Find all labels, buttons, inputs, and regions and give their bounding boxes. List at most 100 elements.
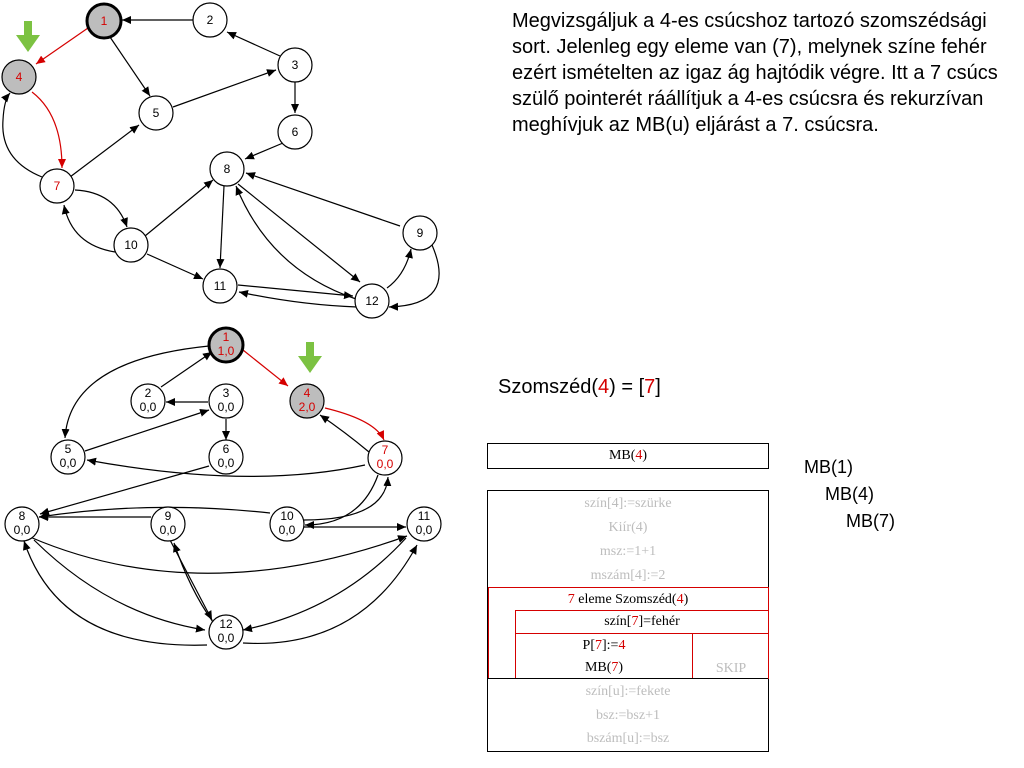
- graph-top: [1, 16, 440, 311]
- b-edge-7-10: [304, 474, 379, 529]
- loop-var: 7: [567, 592, 575, 607]
- explanation-paragraph: Megvizsgáljuk a 4-es csúcshoz tartozó sz…: [512, 10, 998, 136]
- code-line: Kiír(4): [608, 520, 648, 535]
- loop-suffix: ): [683, 592, 689, 607]
- structogram-header: MB(4): [487, 443, 769, 469]
- bottom-node-10: [269, 506, 305, 542]
- bottom-label-9: 9: [165, 509, 172, 523]
- assign-mid: ]:=: [602, 638, 619, 653]
- bottom-value-2: 0,0: [140, 400, 157, 414]
- loop-arg: 4: [676, 592, 684, 607]
- bottom-label-3: 3: [223, 386, 230, 400]
- edge-9-12: [388, 244, 440, 311]
- top-label-3: 3: [292, 58, 299, 72]
- b-edge-6-8: [39, 465, 210, 516]
- bottom-value-9: 0,0: [160, 523, 177, 537]
- bottom-value-4: 2,0: [299, 400, 316, 414]
- assign-var: 7: [595, 638, 602, 653]
- bottom-label-11: 11: [418, 509, 431, 523]
- bottom-value-7: 0,0: [377, 457, 394, 471]
- divider: [488, 678, 768, 679]
- top-label-5: 5: [153, 106, 160, 120]
- cond-prefix: szín[: [604, 614, 632, 629]
- mb-header-suffix: ): [642, 448, 648, 463]
- edge-12-11: [238, 289, 358, 308]
- bottom-value-12: 0,0: [218, 631, 235, 645]
- top-node-8: [209, 151, 245, 187]
- top-label-6: 6: [292, 125, 299, 139]
- graph-bottom: [23, 345, 418, 646]
- bottom-node-1: [207, 326, 245, 364]
- bottom-node-2: [130, 383, 166, 419]
- neighbor-list: Szomszéd(4) = [7]: [498, 376, 661, 399]
- b-edge-10-7: [303, 476, 392, 521]
- graph-figures: 1 2 3 4 5 6 7 8 9 10 11 12: [1, 2, 442, 650]
- top-node-12: [354, 283, 390, 319]
- bottom-label-5: 5: [65, 442, 72, 456]
- bottom-label-7: 7: [382, 443, 389, 457]
- neighbor-suffix: ]: [655, 376, 661, 398]
- neighbor-value: 7: [644, 376, 656, 398]
- bottom-node-9: [150, 506, 186, 542]
- bottom-node-4: [289, 383, 325, 419]
- top-label-7: 7: [54, 179, 61, 193]
- b-edge-8-12: [33, 539, 206, 633]
- b-edge-11-12: [242, 537, 407, 633]
- edge-8-11: [216, 185, 225, 269]
- b-edge-7-5: [86, 457, 366, 477]
- top-node-7: [39, 168, 75, 204]
- b-edge-12-9: [173, 542, 214, 623]
- condition-text: szín[7]=fehér: [515, 614, 769, 630]
- cond-suffix: ]=fehér: [638, 614, 680, 629]
- top-node-3: [277, 47, 313, 83]
- top-label-10: 10: [124, 238, 138, 252]
- bottom-node-3: [208, 383, 244, 419]
- bottom-value-3: 0,0: [218, 400, 235, 414]
- call-line: MB(7): [515, 660, 693, 676]
- bottom-label-4: 4: [304, 386, 311, 400]
- edge-8-12: [237, 183, 361, 283]
- bottom-labels: 1 1,0 2 0,0 3 0,0 4 2,0 5 0,0 6 0,0 7 0,…: [14, 330, 433, 645]
- top-node-4: [1, 59, 37, 95]
- b-edge-9-12: [169, 539, 213, 621]
- neighbor-mid: ) = [: [609, 376, 645, 398]
- edge-10-11: [146, 253, 204, 280]
- top-label-8: 8: [224, 162, 231, 176]
- loop-text: eleme Szomszéd(: [574, 592, 677, 607]
- b-edge-10-8: [38, 506, 271, 520]
- call-stack-item: MB(4): [825, 484, 874, 504]
- top-node-9: [402, 215, 438, 251]
- top-nodes: [1, 2, 438, 319]
- bottom-node-11: [406, 506, 442, 542]
- bottom-label-12: 12: [219, 617, 233, 631]
- b-edge-7-4: [319, 414, 370, 453]
- b-edge-1-5: [61, 345, 210, 439]
- b-edge-8-11: [29, 535, 408, 574]
- bottom-value-6: 0,0: [218, 456, 235, 470]
- mb-header-arg: 4: [635, 448, 643, 463]
- bottom-value-5: 0,0: [60, 456, 77, 470]
- bottom-label-10: 10: [280, 509, 294, 523]
- down-arrow-icon: [16, 21, 40, 52]
- edge-7-5: [69, 124, 140, 178]
- neighbor-node: 4: [598, 376, 610, 398]
- top-label-2: 2: [207, 13, 214, 27]
- cond-var: 7: [631, 614, 639, 629]
- top-label-1: 1: [101, 14, 108, 28]
- code-line: mszám[4]:=2: [590, 568, 666, 583]
- loop-header: 7 eleme Szomszéd(4): [488, 592, 768, 608]
- top-node-10: [113, 227, 149, 263]
- call-suffix: ): [618, 660, 624, 675]
- bottom-value-8: 0,0: [14, 523, 31, 537]
- edge-10-8: [144, 179, 214, 237]
- top-node-2: [192, 2, 228, 38]
- edge-1-5: [109, 36, 151, 97]
- code-line: bszám[u]:=bsz: [586, 731, 670, 746]
- top-labels: 1 2 3 4 5 6 7 8 9 10 11 12: [16, 13, 424, 308]
- bottom-label-6: 6: [223, 442, 230, 456]
- bottom-node-7: [367, 440, 403, 476]
- bottom-value-1: 1,0: [218, 344, 235, 358]
- code-line: msz:=1+1: [599, 544, 657, 559]
- call-stack-item: MB(1): [804, 457, 853, 477]
- b-edge-4-7: [324, 407, 385, 441]
